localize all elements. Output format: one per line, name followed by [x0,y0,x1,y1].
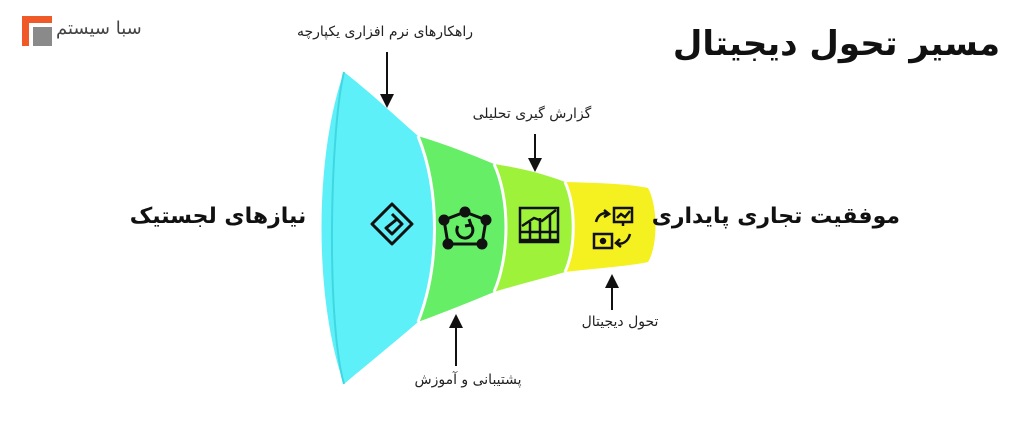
stage-annotation-digital: تحول دیجیتال [581,314,659,330]
funnel-segment-support [418,136,506,322]
logo-mark-icon [22,16,52,46]
diagram-title: مسیر تحول دیجیتال [672,24,1000,64]
funnel-segment-analytics [494,164,574,292]
digital-transform-icon [592,206,634,250]
stage-annotation-software: راهکارهای نرم افزاری یکپارچه [297,24,473,40]
funnel-segment-digital-transform [565,182,656,272]
annotation-arrows [380,52,619,366]
brand-logo: سبا سیستم [22,16,212,50]
stage-annotation-reporting: گزارش گیری تحلیلی [472,106,592,122]
stage-annotation-support: پشتیبانی و آموزش [414,372,522,388]
jira-diamond-icon [370,202,414,246]
input-label: نیازهای لجستیک [129,204,307,229]
support-network-icon [438,206,492,250]
output-label: موفقیت تجاری پایداری [651,204,900,229]
analytics-chart-icon [518,206,560,244]
brand-name: سبا سیستم [56,18,142,39]
